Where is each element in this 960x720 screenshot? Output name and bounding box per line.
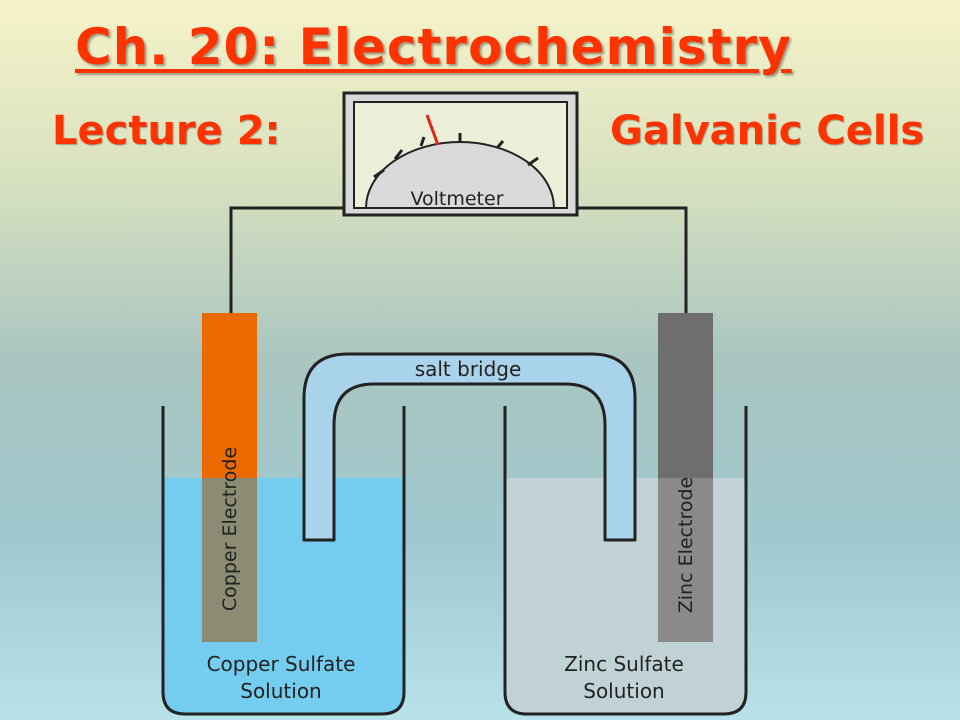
- copper-sulfate-label-line2: Solution: [240, 679, 321, 703]
- voltmeter-dial: [364, 141, 556, 209]
- dial-tick: [393, 149, 404, 160]
- zinc-electrode-lower: [658, 478, 713, 642]
- slide-title: Ch. 20: Electrochemistry: [75, 18, 792, 76]
- dial-tick: [527, 156, 539, 167]
- voltmeter-needle: [425, 114, 440, 146]
- dial-tick: [495, 140, 505, 149]
- zinc-electrode-label: Zinc Electrode: [675, 477, 697, 613]
- salt-bridge-label: salt bridge: [415, 357, 522, 381]
- dial-tick: [419, 136, 426, 147]
- copper-electrode-upper: [202, 313, 257, 479]
- copper-electrode-label: Copper Electrode: [219, 447, 241, 611]
- zinc-sulfate-label-line1: Zinc Sulfate: [564, 652, 684, 676]
- voltmeter: Voltmeter: [342, 91, 579, 217]
- right-beaker: [503, 406, 748, 716]
- zinc-electrode-upper: [658, 313, 713, 479]
- lecture-label: Lecture 2:: [52, 108, 281, 154]
- left-beaker: [161, 406, 406, 716]
- copper-sulfate-label-line1: Copper Sulfate: [207, 652, 356, 676]
- salt-bridge: [302, 352, 637, 542]
- zinc-sulfate-label-line2: Solution: [583, 679, 664, 703]
- copper-electrode-lower: [202, 478, 257, 642]
- lecture-topic: Galvanic Cells: [610, 108, 925, 154]
- left-wire: [229, 206, 344, 316]
- dial-tick: [373, 168, 385, 179]
- right-wire: [577, 206, 688, 316]
- voltmeter-label: Voltmeter: [410, 188, 503, 210]
